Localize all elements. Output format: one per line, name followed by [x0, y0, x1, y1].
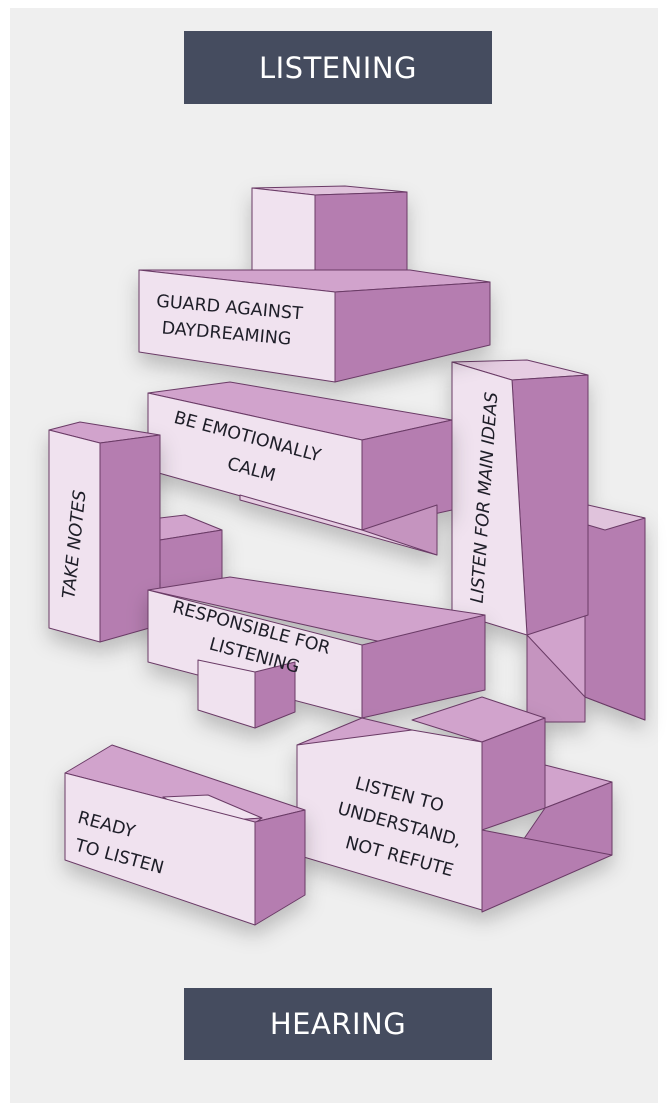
block-main-ideas	[451, 359, 646, 723]
block-daydreaming	[138, 185, 491, 383]
block-emotionally	[147, 381, 453, 556]
hearing-banner: HEARING	[184, 988, 492, 1060]
block-understand	[296, 696, 613, 913]
block-ready	[64, 744, 306, 926]
listening-title: LISTENING	[258, 50, 418, 85]
listening-banner: LISTENING	[184, 31, 492, 104]
block-responsible	[147, 576, 486, 729]
hearing-title: HEARING	[269, 1007, 407, 1041]
